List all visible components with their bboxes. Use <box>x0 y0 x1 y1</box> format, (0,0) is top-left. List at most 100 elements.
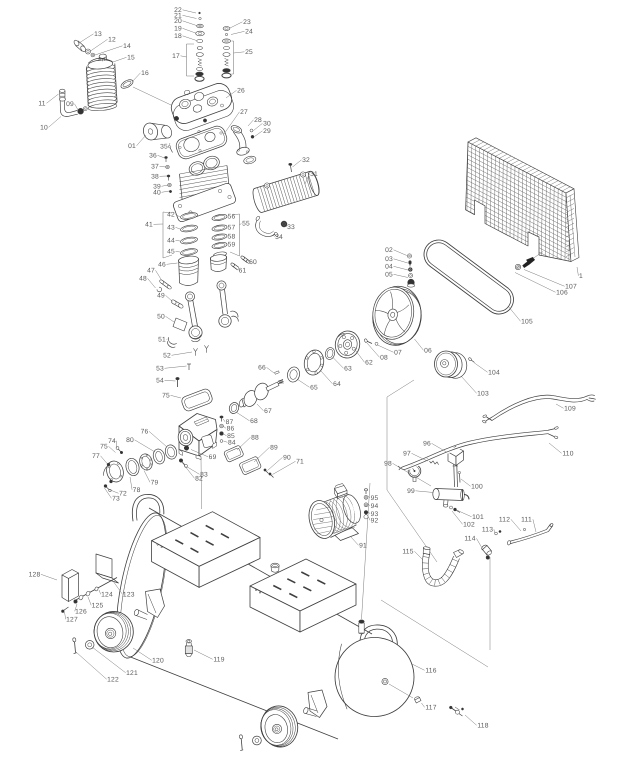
svg-text:74: 74 <box>108 438 116 445</box>
svg-text:48: 48 <box>139 276 147 283</box>
svg-text:115: 115 <box>402 549 413 556</box>
svg-text:40: 40 <box>153 190 161 197</box>
svg-text:71: 71 <box>296 459 304 466</box>
svg-text:30: 30 <box>263 121 271 128</box>
svg-text:63: 63 <box>344 366 352 373</box>
svg-text:17: 17 <box>172 53 180 60</box>
svg-text:34: 34 <box>275 234 283 241</box>
svg-text:111: 111 <box>521 517 532 524</box>
svg-text:118: 118 <box>477 723 488 730</box>
svg-text:23: 23 <box>243 19 251 26</box>
svg-text:09: 09 <box>66 101 74 108</box>
svg-text:85: 85 <box>227 433 235 440</box>
svg-text:57: 57 <box>228 225 236 232</box>
svg-text:73: 73 <box>112 496 120 503</box>
svg-text:43: 43 <box>167 225 175 232</box>
svg-text:100: 100 <box>471 484 483 491</box>
svg-text:42: 42 <box>167 212 175 219</box>
svg-text:65: 65 <box>310 385 318 392</box>
svg-text:99: 99 <box>407 488 415 495</box>
svg-text:62: 62 <box>365 360 373 367</box>
svg-text:79: 79 <box>151 480 159 487</box>
svg-text:41: 41 <box>145 222 153 229</box>
svg-text:106: 106 <box>556 290 568 297</box>
svg-text:127: 127 <box>66 617 78 624</box>
svg-text:10: 10 <box>40 125 48 132</box>
svg-text:1: 1 <box>579 273 583 280</box>
svg-text:46: 46 <box>158 262 166 269</box>
svg-text:107: 107 <box>565 284 577 291</box>
svg-text:32: 32 <box>302 157 310 164</box>
svg-text:113: 113 <box>482 527 493 534</box>
svg-text:16: 16 <box>141 70 149 77</box>
svg-text:104: 104 <box>488 370 500 377</box>
svg-text:35: 35 <box>160 144 168 151</box>
svg-text:07: 07 <box>394 350 402 357</box>
svg-text:31: 31 <box>310 171 318 178</box>
svg-text:14: 14 <box>123 43 131 50</box>
svg-text:21: 21 <box>174 13 182 20</box>
svg-text:47: 47 <box>147 268 155 275</box>
svg-text:54: 54 <box>156 378 164 385</box>
svg-text:98: 98 <box>384 461 392 468</box>
svg-text:80: 80 <box>126 437 134 444</box>
svg-text:94: 94 <box>371 503 379 510</box>
svg-text:58: 58 <box>228 234 236 241</box>
svg-text:112: 112 <box>499 517 510 524</box>
svg-text:36: 36 <box>149 153 157 160</box>
svg-text:61: 61 <box>239 268 247 275</box>
svg-text:72: 72 <box>119 491 127 498</box>
svg-text:103: 103 <box>477 391 489 398</box>
svg-text:114: 114 <box>464 536 475 543</box>
svg-text:22: 22 <box>174 7 182 14</box>
svg-text:44: 44 <box>167 238 175 245</box>
svg-text:39: 39 <box>153 184 161 191</box>
svg-text:87: 87 <box>226 419 234 426</box>
svg-text:26: 26 <box>237 88 245 95</box>
svg-text:55: 55 <box>242 221 250 228</box>
svg-text:89: 89 <box>270 445 278 452</box>
svg-text:105: 105 <box>521 319 533 326</box>
svg-text:12: 12 <box>108 37 116 44</box>
svg-text:59: 59 <box>228 242 236 249</box>
svg-text:123: 123 <box>123 592 135 599</box>
svg-text:77: 77 <box>92 453 100 460</box>
svg-text:75: 75 <box>100 444 108 451</box>
svg-text:68: 68 <box>250 418 258 425</box>
svg-text:19: 19 <box>174 26 182 33</box>
svg-text:96: 96 <box>423 441 431 448</box>
svg-text:128: 128 <box>29 572 41 579</box>
svg-text:28: 28 <box>254 117 262 124</box>
svg-text:60: 60 <box>249 259 257 266</box>
svg-text:56: 56 <box>228 214 236 221</box>
svg-text:24: 24 <box>245 29 253 36</box>
svg-text:116: 116 <box>425 668 436 675</box>
svg-text:69: 69 <box>209 454 217 461</box>
svg-text:78: 78 <box>133 487 141 494</box>
svg-text:67: 67 <box>264 408 272 415</box>
svg-text:122: 122 <box>107 677 119 684</box>
svg-text:11: 11 <box>38 101 45 108</box>
svg-text:101: 101 <box>472 514 484 521</box>
svg-text:20: 20 <box>174 18 182 25</box>
svg-text:49: 49 <box>157 293 165 300</box>
svg-text:53: 53 <box>156 366 164 373</box>
svg-text:126: 126 <box>75 609 87 616</box>
svg-text:82: 82 <box>195 476 203 483</box>
svg-text:03: 03 <box>385 256 393 263</box>
svg-text:01: 01 <box>128 143 136 150</box>
svg-text:52: 52 <box>163 353 171 360</box>
svg-text:109: 109 <box>564 406 576 413</box>
svg-text:83: 83 <box>200 472 208 479</box>
svg-text:27: 27 <box>240 109 248 116</box>
svg-text:06: 06 <box>424 348 432 355</box>
svg-text:117: 117 <box>425 705 436 712</box>
svg-text:05: 05 <box>385 272 393 279</box>
svg-text:91: 91 <box>359 543 367 550</box>
svg-text:75: 75 <box>162 393 170 400</box>
svg-text:13: 13 <box>94 31 102 38</box>
svg-text:29: 29 <box>263 128 271 135</box>
svg-text:76: 76 <box>141 429 149 436</box>
svg-text:38: 38 <box>151 174 159 181</box>
svg-text:124: 124 <box>101 592 113 599</box>
